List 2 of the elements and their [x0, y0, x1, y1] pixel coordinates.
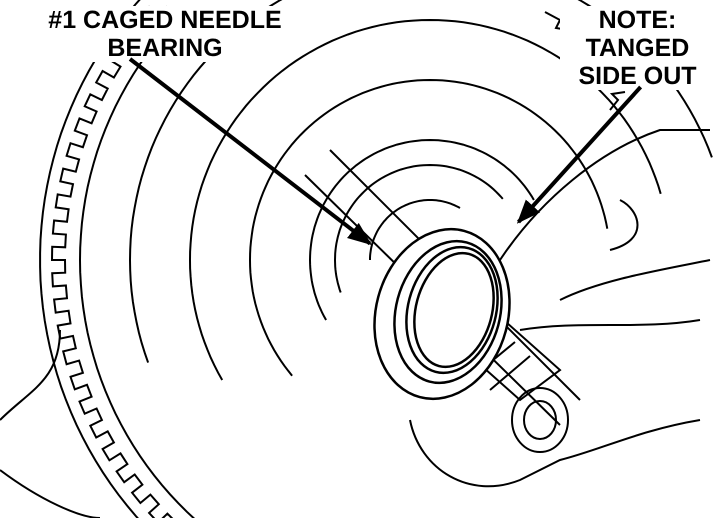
leader-line: [516, 86, 642, 224]
leader-line: [128, 57, 372, 246]
